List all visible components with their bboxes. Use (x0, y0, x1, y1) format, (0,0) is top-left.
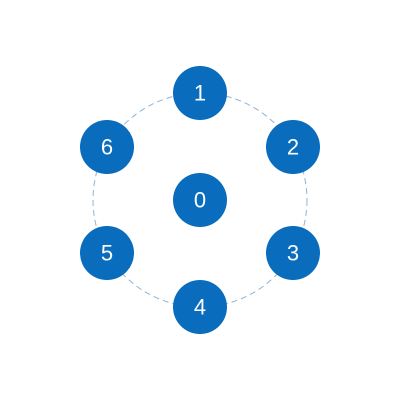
ring-node-circle (173, 280, 227, 334)
ring-node-label: 2 (287, 135, 299, 160)
center-node-label: 0 (194, 188, 206, 213)
ring-node-4: 4 (173, 280, 227, 334)
ring-node-circle (266, 120, 320, 174)
ring-node-label: 4 (194, 295, 206, 320)
ring-node-2: 2 (266, 120, 320, 174)
ring-node-circle (173, 66, 227, 120)
ring-node-circle (80, 120, 134, 174)
center-node-circle (173, 173, 227, 227)
ring-node-6: 6 (80, 120, 134, 174)
ring-node-circle (266, 226, 320, 280)
ring-node-label: 1 (194, 81, 206, 106)
ring-node-label: 6 (101, 135, 113, 160)
ring-node-label: 5 (101, 241, 113, 266)
ring-node-3: 3 (266, 226, 320, 280)
ring-node-label: 3 (287, 241, 299, 266)
center-node: 0 (173, 173, 227, 227)
ring-node-circle (80, 226, 134, 280)
ring-node-1: 1 (173, 66, 227, 120)
ring-node-5: 5 (80, 226, 134, 280)
